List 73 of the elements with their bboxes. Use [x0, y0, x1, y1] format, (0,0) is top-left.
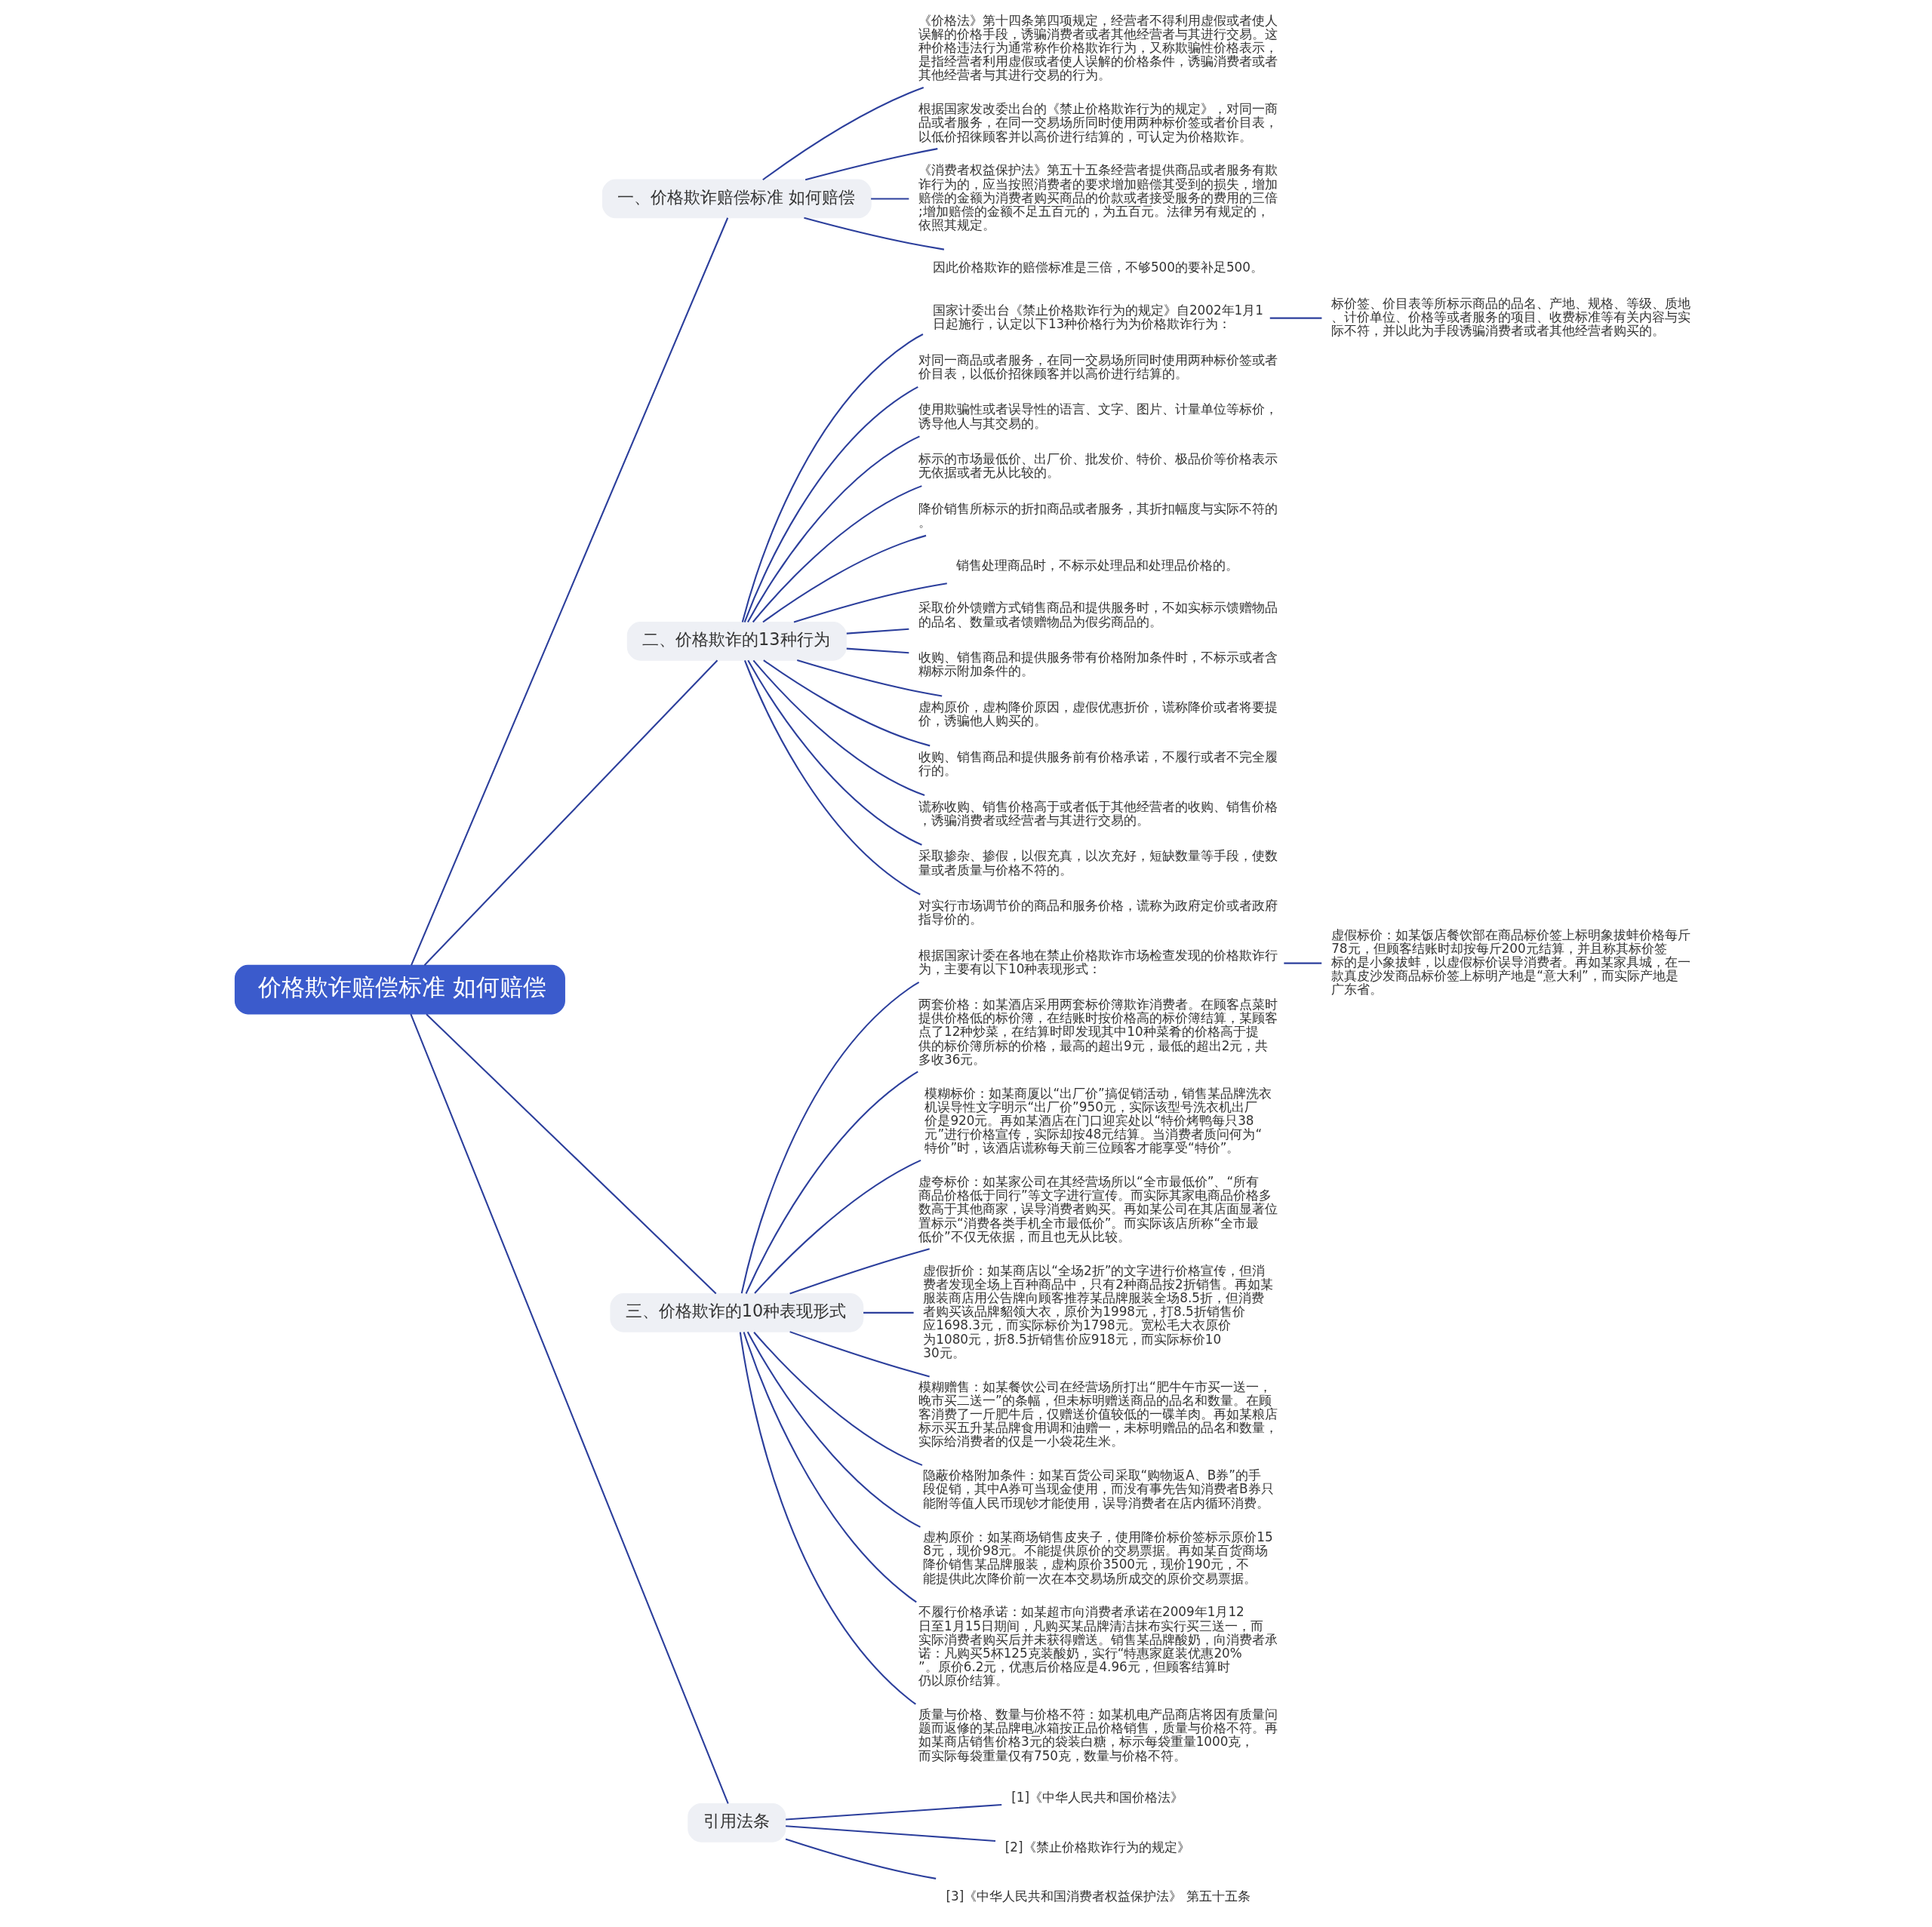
connector	[846, 628, 909, 635]
node-text: 因此价格欺诈的赔偿标准是三倍，不够500的要补足500。	[932, 260, 1263, 275]
node-text: 对实行市场调节价的商品和服务价格，谎称为政府定价或者政府指导价的。	[918, 898, 1278, 927]
node-text: 《价格法》第十四条第四项规定，经营者不得利用虚假或者使人误解的价格手段，诱骗消费者或者其他经营者与其进行交易。这种价格违法行为通常称作价格欺诈行为，又称欺骗性价格表示，是指经营者利用虚假或者使人误解的价格条件，诱骗消费者或者其他经营者与其进行交易的行为。	[918, 12, 1278, 83]
node-text: 使用欺骗性或者误导性的语言、文字、图片、计量单位等标价，诱导他人与其交易的。	[918, 401, 1278, 431]
node-text: 标价签、价目表等所标示商品的品名、产地、规格、等级、质地、计价单位、价格等或者服务的项目、收费标准等有关内容与实际不符，并以此为手段诱骗消费者或者其他经营者购买的。	[1331, 295, 1691, 339]
connector	[753, 1332, 923, 1466]
connector	[1284, 962, 1322, 964]
connector	[786, 1804, 1002, 1821]
connector	[789, 1248, 930, 1295]
node-box: 一、价格欺诈赔偿标准 如何赔偿	[601, 179, 872, 219]
connector	[863, 1311, 914, 1314]
node-box: 三、价格欺诈的10种表现形式	[610, 1292, 864, 1332]
node-text: 隐蔽价格附加条件：如某百货公司采取“购物返A、B券”的手段促销，其中A券可当现金使用，而没有事先告知消费者B券只能附等值人民币现钞才能使用，误导消费者在店内循环消费。	[922, 1468, 1274, 1511]
node-text: [2]《禁止价格欺诈行为的规定》	[1004, 1839, 1190, 1855]
node-text: 《消费者权益保护法》第五十五条经营者提供商品或者服务有欺诈行为的，应当按照消费者的要求增加赔偿其受到的损失，增加赔偿的金额为消费者购买商品的价款或者接受服务的费用的三倍;增加赔偿的金额不足五百元的，为五百元。法律另有规定的，依照其规定。	[918, 162, 1278, 233]
node-text: 收购、销售商品和提供服务前有价格承诺，不履行或者不完全履行的。	[918, 748, 1278, 778]
node-text: 收购、销售商品和提供服务带有价格附加条件时，不标示或者含糊标示附加条件的。	[918, 650, 1278, 679]
node-text: 虚假标价：如某饭店餐饮部在商品标价签上标明象拔蚌价格每斤78元，但顾客结账时却按每斤200元结算，并且称其标价签标的是小象拔蚌，以虚假标价误导消费者。再如某家具城，在一款真皮沙发商品标价签上标明产地是“意大利”，而实际产地是广东省。	[1331, 927, 1691, 997]
connector	[740, 982, 920, 1294]
connector	[743, 1332, 917, 1603]
connector	[786, 1825, 996, 1842]
node-text: 虚夸标价：如某家公司在其经营场所以“全市最低价”、“所有商品价格低于同行”等文字进行宣传。而实际其家电商品价格多数高于其他商家，误导消费者购买。再如某公司在其店面显著位置标示“消费各类手机全市最低价”。而实际该店所称“全市最低价”不仅无依据，而且也无从比较。	[918, 1174, 1278, 1244]
node-text: 根据国家计委在各地在禁止价格欺诈市场检查发现的价格欺诈行为，主要有以下10种表现形式：	[918, 947, 1278, 977]
node-text: 质量与价格、数量与价格不符：如某机电产品商店将因有质量问题而返修的某品牌电冰箱按正品价格销售，质量与价格不符。再如某商店销售价格3元的袋装白糖，标示每袋重量1000克，而实际每袋重量仅有750克，数量与价格不符。	[918, 1707, 1278, 1763]
connector	[739, 1332, 916, 1705]
connector	[793, 582, 947, 623]
connector	[410, 1013, 729, 1804]
connector	[785, 1838, 937, 1879]
connector	[796, 659, 943, 697]
node-text: 根据国家发改委出台的《禁止价格欺诈行为的规定》，对同一商品或者服务，在同一交易场所同时使用两种标价签或者价目表，以低价招徕顾客并以高价进行结算的，可认定为价格欺诈。	[918, 101, 1278, 144]
node-box: 二、价格欺诈的13种行为	[626, 621, 847, 661]
node-box: 价格欺诈赔偿标准 如何赔偿	[234, 964, 565, 1015]
connector	[747, 435, 920, 622]
connector	[789, 1331, 930, 1378]
connector	[741, 333, 924, 622]
node-text: [1]《中华人民共和国价格法》	[1011, 1789, 1183, 1805]
node-text: 降价销售所标示的折扣商品或者服务，其折扣幅度与实际不符的。	[918, 500, 1278, 530]
node-box: 引用法条	[688, 1803, 786, 1842]
connector	[752, 485, 922, 623]
node-text: 虚构原价：如某商场销售皮夹子，使用降价标价签标示原价158元，现价98元。不能提供原价的交易票据。再如某百货商场降价销售某品牌服装，虚构原价3500元，现价190元，不能提供此次降价前一次在本交易场所成交的原价交易票据。	[923, 1529, 1273, 1586]
connector	[763, 659, 931, 747]
connector	[754, 1159, 921, 1294]
connector	[743, 659, 921, 896]
connector	[804, 148, 938, 181]
node-text: 两套价格：如某酒店采用两套标价簿欺诈消费者。在顾客点菜时提供价格低的标价簿，在结账时按价格高的标价簿结算，某顾客点了12种炒菜，在结算时即发现其中10种菜肴的价格高于提供的标价簿所标的价格，最高的超出9元，最低的超出2元，共多收36元。	[918, 996, 1278, 1067]
node-text: 虚构原价，虚构降价原因，虚假优惠折价，谎称降价或者将要提价，诱骗他人购买的。	[918, 699, 1278, 729]
node-text: 模糊赠售：如某餐饮公司在经营场所打出“肥牛午市买一送一，晚市买二送一”的条幅，但未标明赠送商品的品名和数量。在顾客消费了一斤肥牛后，仅赠送价值较低的一碟羊肉。再如某粮店标示买五升某品牌食用调和油赠一，未标明赠品的品名和数量，实际给消费者的仅是一小袋花生米。	[918, 1378, 1278, 1449]
node-text: [3]《中华人民共和国消费者权益保护法》 第五十五条	[946, 1889, 1251, 1904]
connector	[752, 659, 925, 797]
connector	[426, 1013, 717, 1295]
connector	[871, 198, 909, 200]
connector	[411, 217, 729, 966]
node-text: 对同一商品或者服务，在同一交易场所同时使用两种标价签或者价目表，以低价招徕顾客并以高价进行结算的。	[918, 352, 1278, 381]
connector	[804, 217, 945, 250]
node-text: 模糊标价：如某商厦以“出厂价”搞促销活动，销售某品牌洗衣机误导性文字明示“出厂价”950元，实际该型号洗衣机出厂价是920元。再如某酒店在门口迎宾处以“特价烤鸭每只38元”进行价格宣传，实际却按48元结算。当消费者质问何为“特价”时，该酒店谎称每天前三位顾客才能享受“特价”。	[924, 1085, 1272, 1156]
connector	[745, 1071, 918, 1294]
node-text: 虚假折价：如某商店以“全场2折”的文字进行价格宣传，但消费者发现全场上百种商品中，只有2种商品按2折销售。再如某服装商店用公告牌向顾客推荐某品牌服装全场8.5折，但消费者购买该品牌貂领大衣，原价为1998元，打8.5折销售价应1698.3元，而实际标价为1798元。宽松毛大衣原价为1080元，折8.5折销售价应918元，而实际标价1030元。	[923, 1262, 1273, 1360]
node-text: 谎称收购、销售价格高于或者低于其他经营者的收购、销售价格，诱骗消费者或经营者与其进行交易的。	[918, 798, 1278, 828]
connector	[1269, 317, 1322, 319]
node-text: 标示的市场最低价、出厂价、批发价、特价、极品价等价格表示无依据或者无从比较的。	[918, 451, 1278, 481]
connector	[743, 386, 918, 622]
connector	[846, 647, 909, 654]
node-text: 销售处理商品时，不标示处理品和处理品价格的。	[956, 557, 1239, 573]
node-text: 采取价外馈赠方式销售商品和提供服务时，不如实标示馈赠物品的品名、数量或者馈赠物品为假劣商品的。	[918, 600, 1278, 629]
connector	[762, 87, 924, 181]
node-text: 不履行价格承诺：如某超市向消费者承诺在2009年1月12日至1月15日期间，凡购买某品牌清洁抹布实行买三送一，而实际消费者购买后并未获得赠送。销售某品牌酸奶，向消费者承诺：凡购买5杯125克装酸奶，实行“特惠家庭装优惠20%”。原价6.2元，优惠后价格应是4.96元，但顾客结算时仍以原价结算。	[918, 1604, 1278, 1689]
connector	[423, 659, 718, 966]
node-text: 采取掺杂、掺假，以假充真，以次充好，短缺数量等手段，使数量或者质量与价格不符的。	[918, 848, 1278, 877]
connector	[747, 659, 922, 846]
connector	[746, 1331, 921, 1528]
node-text: 国家计委出台《禁止价格欺诈行为的规定》自2002年1月1日起施行，认定以下13种价格行为为价格欺诈行为：	[932, 302, 1263, 332]
connector	[762, 534, 927, 623]
